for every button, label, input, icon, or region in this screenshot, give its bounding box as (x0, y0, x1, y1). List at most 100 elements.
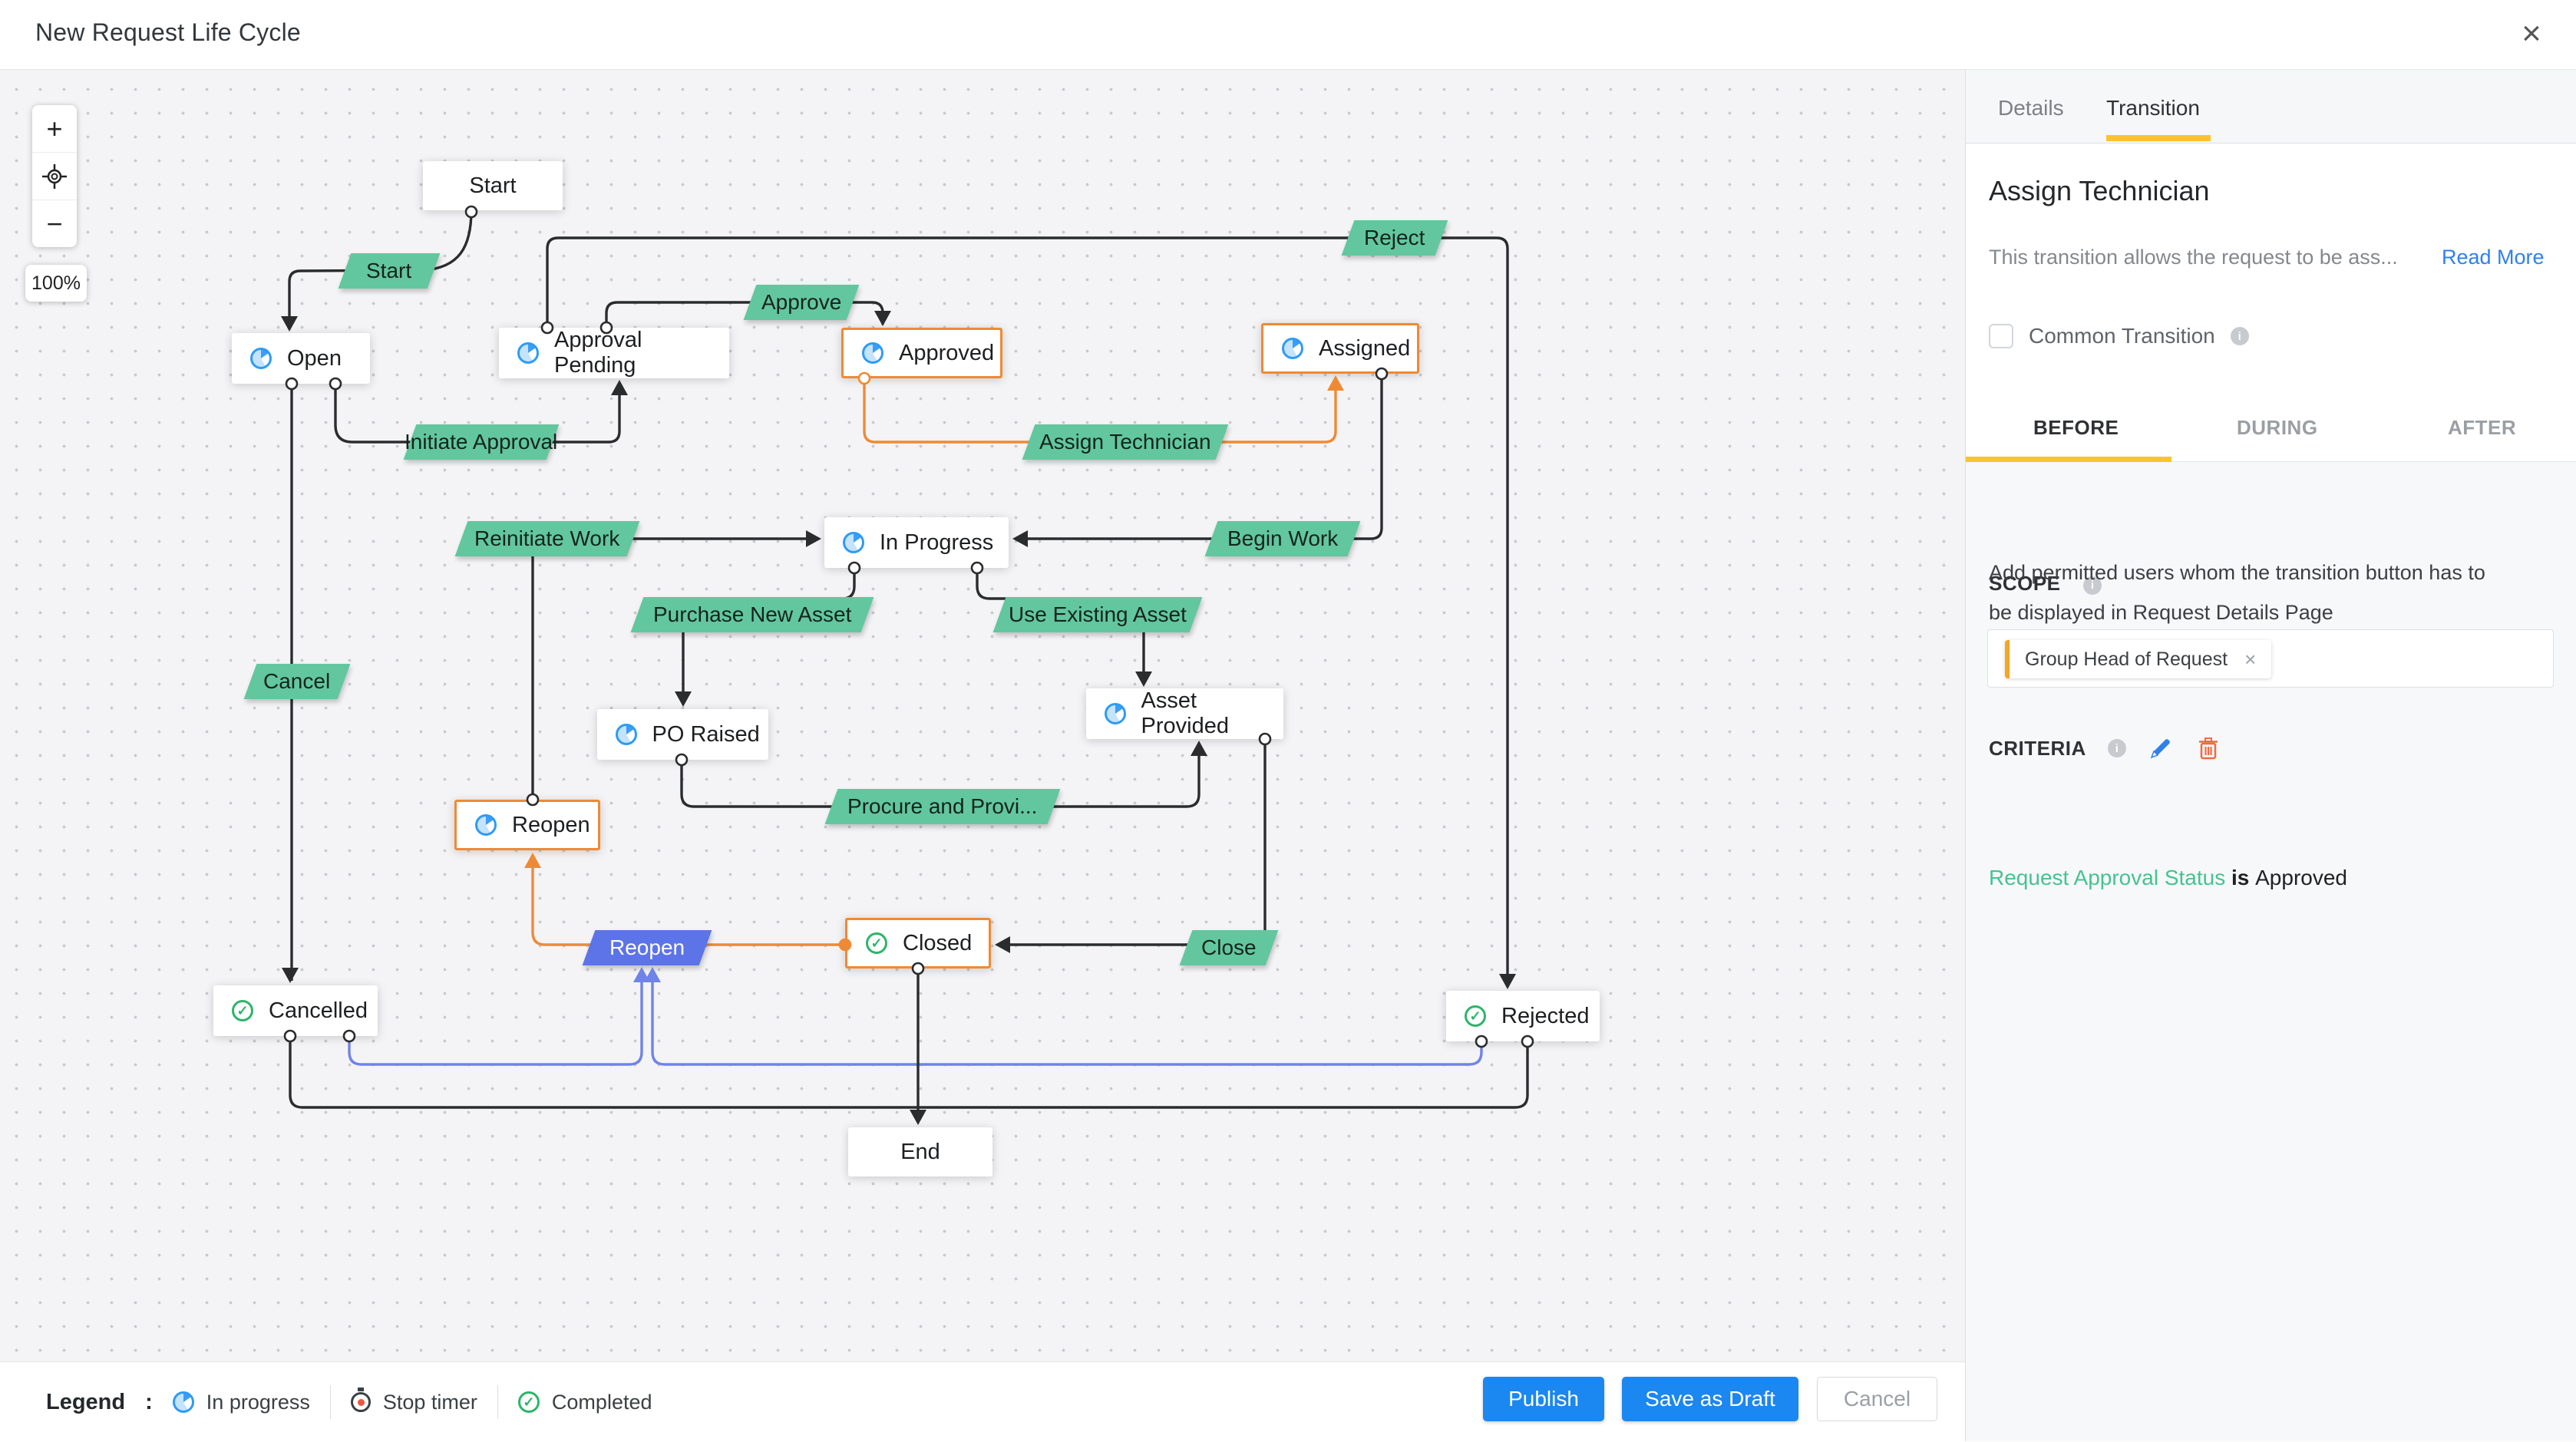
transition-use-existing-asset[interactable]: Use Existing Asset (992, 597, 1203, 632)
info-icon[interactable]: i (2083, 576, 2102, 595)
panel-tabbar: Details Transition (1966, 69, 2576, 144)
node-label: Closed (903, 930, 973, 955)
tab-transition[interactable]: Transition (2106, 96, 2200, 120)
crosshair-icon (42, 163, 67, 189)
criteria-heading: CRITERIA (1989, 736, 2086, 760)
phase-tab-before[interactable]: BEFORE (2033, 416, 2119, 439)
pencil-icon (2150, 739, 2170, 759)
completed-icon: ✓ (1465, 1005, 1486, 1027)
phase-tab-after[interactable]: AFTER (2448, 416, 2517, 439)
in-progress-icon (615, 724, 637, 745)
page-title: New Request Life Cycle (35, 18, 301, 46)
node-label: Approval Pending (554, 328, 642, 378)
close-icon[interactable]: × (2522, 15, 2541, 52)
edit-criteria-icon[interactable] (2148, 735, 2174, 761)
phase-tab-during[interactable]: DURING (2237, 416, 2318, 439)
transition-assign-technician[interactable]: Assign Technician (1022, 424, 1229, 460)
scope-user-input[interactable]: Group Head of Request × (1987, 629, 2554, 688)
read-more-link[interactable]: Read More (2442, 246, 2545, 269)
active-phase-underline (1966, 457, 2171, 462)
transition-label: Begin Work (1227, 526, 1339, 550)
edge-path (998, 739, 1267, 946)
node-start[interactable]: Start (423, 161, 563, 210)
transition-start[interactable]: Start (338, 253, 441, 289)
publish-button[interactable]: Publish (1483, 1377, 1604, 1421)
info-icon[interactable]: i (2107, 739, 2126, 757)
header: New Request Life Cycle × (0, 0, 2576, 70)
node-rejected[interactable]: ✓Rejected (1446, 991, 1600, 1041)
zoom-level-badge: 100% (25, 265, 87, 302)
transition-label: Reopen (609, 935, 685, 959)
node-label: In Progress (880, 530, 994, 555)
completed-icon: ✓ (517, 1391, 540, 1413)
node-label: End (900, 1139, 940, 1164)
transition-label: Use Existing Asset (1009, 602, 1187, 626)
edge-path (1016, 374, 1383, 540)
node-approved[interactable]: Approved (841, 328, 1002, 378)
tab-details[interactable]: Details (1998, 96, 2064, 120)
phase-tabbar: BEFORE DURING AFTER (1966, 398, 2576, 462)
legend-title: Legend (46, 1389, 126, 1414)
transition-label: Close (1201, 935, 1257, 959)
node-asset-provided[interactable]: Asset Provided (1085, 688, 1283, 739)
transition-close[interactable]: Close (1179, 930, 1279, 965)
info-icon[interactable]: i (2230, 327, 2249, 345)
edge-path (682, 568, 856, 704)
transition-begin-work[interactable]: Begin Work (1204, 521, 1361, 556)
node-label: Assigned (1319, 335, 1411, 361)
workflow-canvas[interactable] (0, 70, 1965, 1361)
chip-remove-icon[interactable]: × (2244, 647, 2257, 671)
node-approval-pending[interactable]: Approval Pending (499, 328, 729, 378)
edge-path (546, 236, 1509, 987)
legend-item-stop-timer: Stop timer (350, 1388, 477, 1414)
transition-label: Assign Technician (1039, 430, 1211, 454)
transition-reopen[interactable]: Reopen (582, 930, 712, 965)
transition-purchase-new-asset[interactable]: Purchase New Asset (630, 597, 874, 632)
zoom-out-button[interactable]: − (46, 207, 63, 239)
common-transition-checkbox[interactable] (1989, 324, 2013, 348)
transition-description: This transition allows the request to be… (1989, 246, 2398, 269)
legend-divider (497, 1385, 498, 1419)
scope-chip[interactable]: Group Head of Request × (2005, 640, 2272, 678)
transition-label: Reject (1364, 226, 1425, 249)
node-open[interactable]: Open (232, 333, 370, 384)
in-progress-icon (250, 348, 272, 369)
transition-procure-and-provi[interactable]: Procure and Provi... (824, 789, 1061, 824)
node-po-raised[interactable]: PO Raised (596, 709, 768, 760)
node-closed[interactable]: ✓Closed (845, 918, 991, 968)
edge-path (651, 970, 1483, 1066)
common-transition-row: Common Transition i (1989, 324, 2249, 348)
cancel-button[interactable]: Cancel (1817, 1377, 1937, 1421)
node-cancelled[interactable]: ✓ Cancelled (213, 985, 378, 1036)
node-assigned[interactable]: Assigned (1261, 323, 1419, 374)
legend-item-completed: ✓Completed (517, 1391, 652, 1414)
completed-icon: ✓ (232, 1000, 253, 1021)
node-in-progress[interactable]: In Progress (824, 517, 1009, 568)
zoom-in-button[interactable]: + (32, 105, 77, 153)
delete-criteria-icon[interactable] (2195, 735, 2221, 761)
node-reopen[interactable]: Reopen (454, 800, 600, 850)
node-end[interactable]: End (848, 1127, 992, 1176)
transition-label: Procure and Provi... (847, 794, 1038, 818)
in-progress-icon (843, 532, 864, 553)
transition-initiate-approval[interactable]: Initiate Approval (403, 424, 560, 460)
in-progress-icon (1104, 703, 1126, 724)
transition-approve[interactable]: Approve (743, 285, 860, 320)
legend-divider (329, 1385, 331, 1419)
transition-label: Reinitiate Work (474, 526, 620, 550)
in-progress-icon (172, 1391, 194, 1413)
trash-icon (2198, 737, 2218, 760)
recenter-button[interactable] (32, 153, 77, 200)
node-label: Start (469, 173, 517, 198)
transition-reinitiate-work[interactable]: Reinitiate Work (454, 521, 640, 556)
criteria-field[interactable]: Request Approval Status (1989, 866, 2226, 889)
transition-reject[interactable]: Reject (1341, 220, 1448, 256)
transition-cancel[interactable]: Cancel (243, 664, 351, 699)
node-label: Cancelled (269, 998, 368, 1023)
criteria-heading-row: CRITERIA i (1989, 735, 2221, 761)
criteria-operator: is (2231, 866, 2256, 889)
save-as-draft-button[interactable]: Save as Draft (1622, 1377, 1798, 1421)
